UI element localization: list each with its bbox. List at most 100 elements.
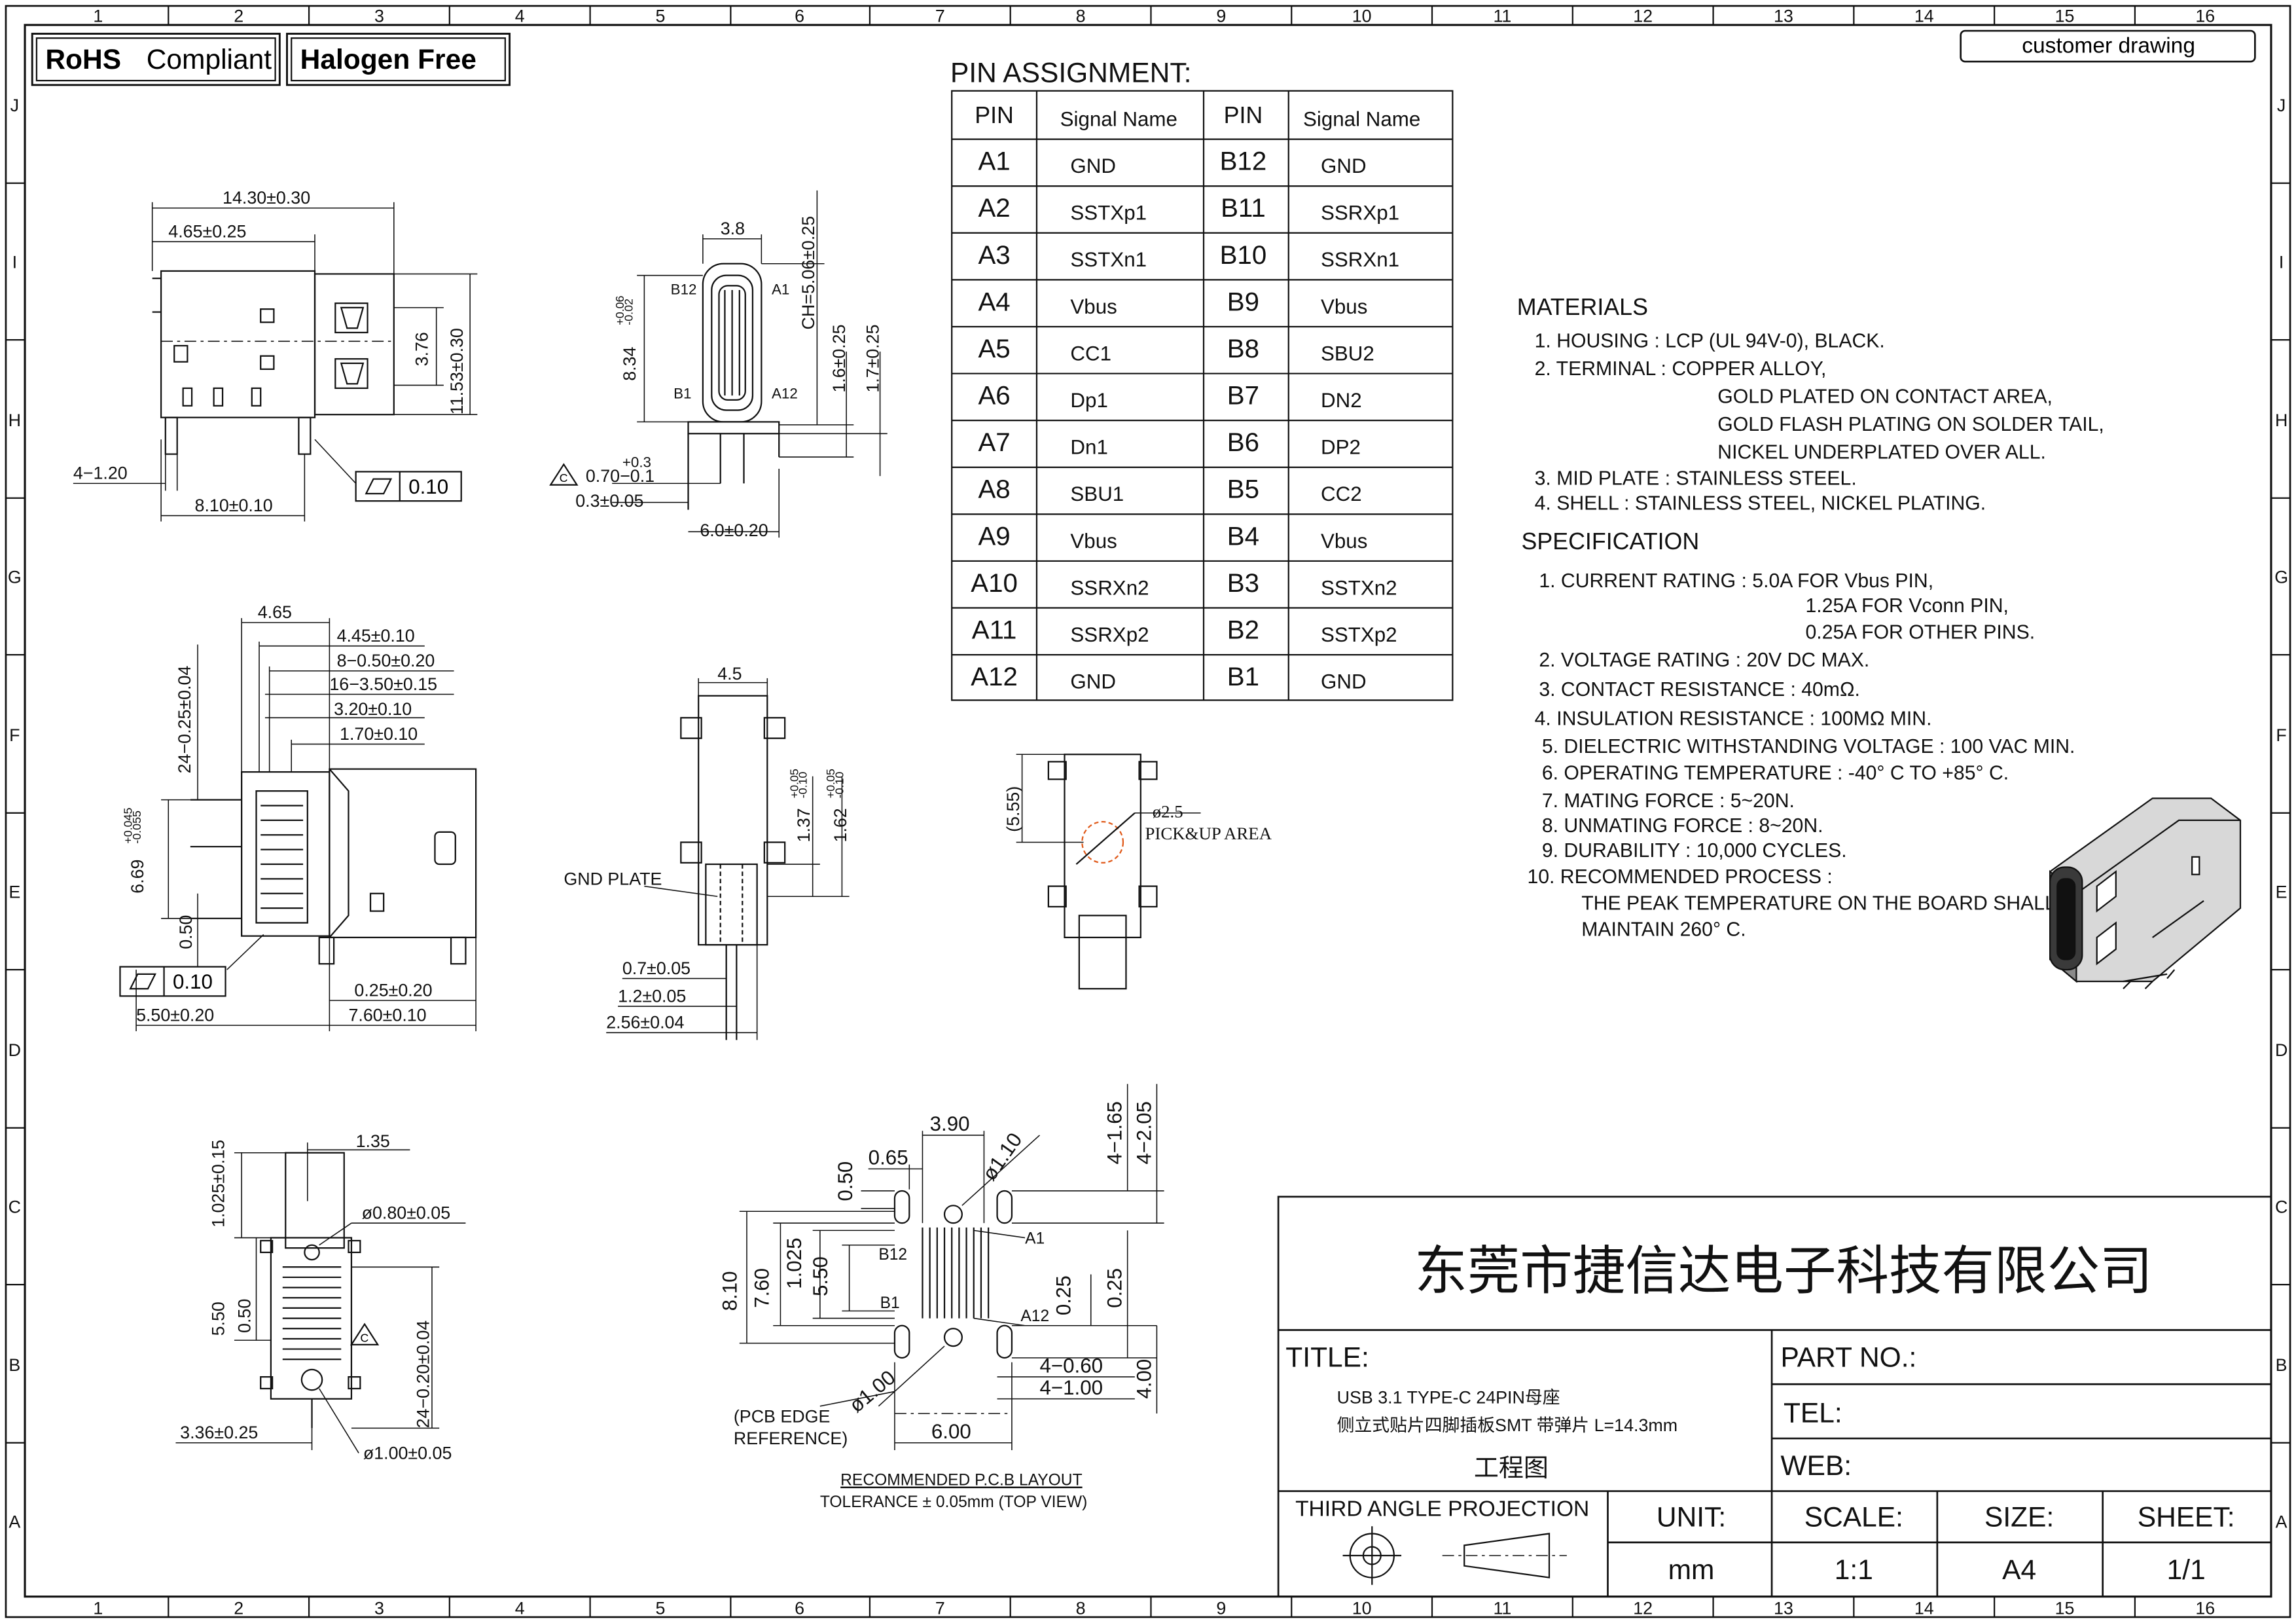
- spec-line-8: 6. OPERATING TEMPERATURE : -40° C TO +85…: [1542, 762, 2009, 784]
- zone-col-4: 4: [515, 7, 525, 26]
- zone-row-h-right: H: [2275, 410, 2287, 430]
- pcb-layout: [893, 1190, 1013, 1414]
- pin-a-cell: A3: [978, 240, 1010, 270]
- dim-4-0.60: 4−0.60: [1039, 1354, 1103, 1377]
- dim-8.10-pcb: 8.10: [718, 1271, 741, 1311]
- dim-6.69: 6.69: [128, 860, 147, 894]
- dim-6.00: 6.00: [931, 1420, 971, 1443]
- zone-col-8: 8: [1076, 7, 1086, 26]
- dim-3.8: 3.8: [721, 219, 745, 238]
- pin-a-cell: A5: [978, 334, 1010, 363]
- spec-line-6: 4. INSULATION RESISTANCE : 100MΩ MIN.: [1535, 708, 1932, 730]
- pin-b-cell: B6: [1227, 428, 1259, 457]
- bottom-view-labels: 1.35 1.025±0.15 ø0.80±0.05 5.50 0.50 24−…: [180, 1131, 452, 1463]
- label-pick-up-area: PICK&UP AREA: [1145, 824, 1272, 843]
- flatness-callout-top: 0.10: [355, 471, 462, 502]
- svg-text:C: C: [560, 471, 568, 484]
- dim-24-0.25: 24−0.25±0.04: [175, 666, 194, 774]
- customer-drawing-badge: customer drawing: [1960, 29, 2256, 63]
- label-gnd-plate: GND PLATE: [564, 869, 662, 888]
- signal-a-cell: SSTXn1: [1070, 248, 1147, 271]
- zone-col-9-bottom: 9: [1216, 1599, 1226, 1618]
- zone-col-13: 13: [1774, 7, 1793, 26]
- zone-labels: 1 2 3 4 5 6 7 8 9 10 11 12 13 14 15 16 1…: [8, 7, 2288, 1618]
- label-b12: B12: [671, 282, 697, 298]
- zone-col-12: 12: [1633, 7, 1653, 26]
- connector-isometric-picture: [2049, 797, 2242, 989]
- side-view-dims: [135, 618, 476, 1032]
- side-view-dim-labels: 4.65 4.45±0.10 8−0.50±0.20 16−3.50±0.15 …: [121, 602, 437, 1025]
- dim-ch-5.06: CH=5.06±0.25: [798, 216, 818, 330]
- zone-col-15: 15: [2055, 7, 2075, 26]
- signal-b-cell: Vbus: [1321, 530, 1367, 553]
- dim-14.30: 14.30±0.30: [223, 188, 310, 208]
- dim-0.25-side: 0.25±0.20: [354, 980, 432, 1000]
- top-view-dim-labels: 14.30±0.30 4.65±0.25 3.76 11.53±0.30 4−1…: [73, 188, 467, 515]
- dim-7.60: 7.60±0.10: [348, 1005, 426, 1025]
- pin-assignment-table: [951, 90, 1454, 701]
- end-view-dims: [606, 678, 850, 1040]
- zone-row-a: A: [9, 1512, 20, 1532]
- dim-4.65-side: 4.65: [258, 602, 292, 622]
- pin-a-cell: A4: [978, 287, 1010, 316]
- spec-line-3: 0.25A FOR OTHER PINS.: [1806, 622, 2036, 644]
- zone-row-d: D: [9, 1040, 21, 1060]
- dim-4.00: 4.00: [1132, 1359, 1155, 1399]
- materials-line-4: GOLD FLASH PLATING ON SOLDER TAIL,: [1717, 414, 2104, 435]
- zone-row-c-right: C: [2275, 1197, 2287, 1217]
- zone-row-g-right: G: [2274, 567, 2288, 587]
- spec-line-7: 5. DIELECTRIC WITHSTANDING VOLTAGE : 100…: [1542, 736, 2075, 757]
- label-a1-pcb: A1: [1025, 1230, 1045, 1247]
- pcb-layout-tolerance: TOLERANCE ± 0.05mm (TOP VIEW): [820, 1493, 1087, 1511]
- pin-header-a: PIN: [975, 102, 1014, 128]
- dim-0.50-side: 0.50: [176, 915, 196, 949]
- title-line-1: USB 3.1 TYPE-C 24PIN母座: [1337, 1387, 1560, 1407]
- scale-value: 1:1: [1835, 1555, 1873, 1586]
- dim-4-1.20: 4−1.20: [73, 464, 128, 483]
- dim-8.10: 8.10±0.10: [195, 496, 273, 515]
- dim-7.60-pcb: 7.60: [751, 1268, 774, 1308]
- zone-col-5-bottom: 5: [656, 1599, 666, 1618]
- zone-row-b-right: B: [2276, 1355, 2287, 1375]
- bottom-view-dims: [175, 1142, 466, 1453]
- zone-row-f: F: [9, 725, 20, 745]
- materials-line-7: 4. SHELL : STAINLESS STEEL, NICKEL PLATI…: [1535, 493, 1986, 515]
- drawing-frame: [5, 5, 2291, 1618]
- zone-col-1-bottom: 1: [93, 1599, 103, 1618]
- label-a12: A12: [772, 386, 798, 402]
- zone-col-3-bottom: 3: [374, 1599, 384, 1618]
- materials-line-5: NICKEL UNDERPLATED OVER ALL.: [1717, 441, 2046, 463]
- dim-3.20: 3.20±0.10: [334, 699, 412, 719]
- pin-b-cell: B3: [1227, 568, 1259, 598]
- web-label: WEB:: [1780, 1451, 1852, 1482]
- signal-b-cell: GND: [1321, 670, 1367, 693]
- dim-1.2: 1.2±0.05: [618, 986, 686, 1006]
- dim-8.34-minus: -0.02: [622, 299, 635, 325]
- label-b1-pcb: B1: [880, 1294, 900, 1312]
- pcb-layout-labels: 3.90 0.65 0.50 ø1.10 4−1.65 4−2.05 A1 B1…: [718, 1101, 1155, 1511]
- pin-a-cell: A1: [978, 147, 1010, 176]
- critical-dim-icon: C: [549, 463, 579, 486]
- dim-6.0: 6.0±0.20: [700, 520, 768, 540]
- signal-a-cell: Dn1: [1070, 436, 1107, 459]
- pin-b-cell: B12: [1220, 147, 1267, 176]
- materials-block: MATERIALS 1. HOUSING : LCP (UL 94V-0), B…: [1517, 294, 2104, 515]
- zone-col-7-bottom: 7: [935, 1599, 945, 1618]
- dim-1.37: 1.37: [794, 808, 814, 842]
- unit-value: mm: [1668, 1555, 1715, 1586]
- spec-line-1: 1. CURRENT RATING : 5.0A FOR Vbus PIN,: [1539, 570, 1933, 592]
- zone-col-14-bottom: 14: [1914, 1599, 1934, 1618]
- zone-col-11: 11: [1493, 7, 1511, 26]
- dim-0.25-pcb-a: 0.25: [1052, 1275, 1075, 1315]
- dim-1.70: 1.70±0.10: [340, 724, 418, 744]
- dim-1.7: 1.7±0.25: [863, 324, 882, 392]
- zone-col-10-bottom: 10: [1352, 1599, 1372, 1618]
- dim-6.69-plus: +0.045: [121, 807, 134, 843]
- zone-col-11-bottom: 11: [1493, 1599, 1511, 1618]
- size-label: SIZE:: [1984, 1502, 2054, 1533]
- top-view-dims: [73, 202, 478, 522]
- dim-0.65: 0.65: [869, 1146, 908, 1169]
- zone-ticks: [5, 6, 2291, 1617]
- svg-text:C: C: [360, 1331, 368, 1344]
